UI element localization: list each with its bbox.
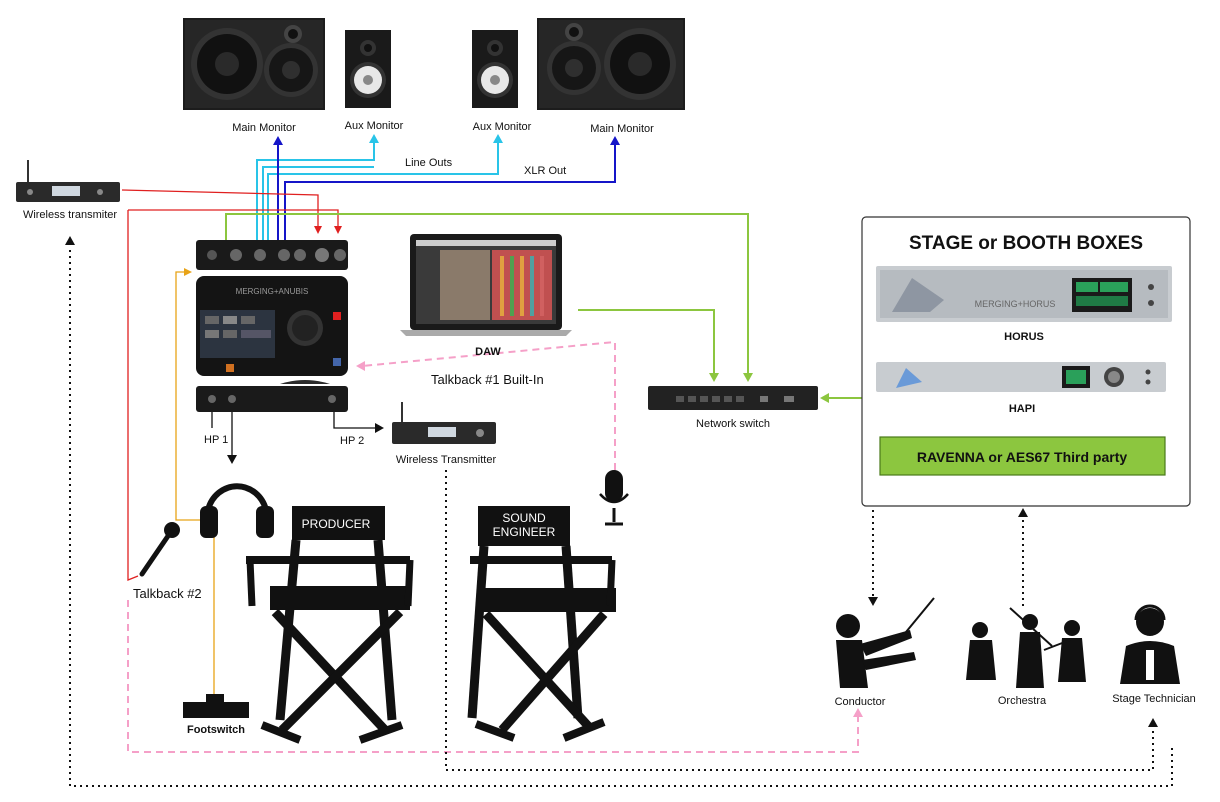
wireless-transmitter-device	[392, 402, 496, 444]
line-outs-cables	[256, 138, 499, 240]
network-cables	[225, 213, 862, 399]
sound-engineer-chair	[467, 506, 616, 742]
orchestra-label: Orchestra	[998, 695, 1047, 707]
audio-interface: MERGING+ANUBIS	[196, 240, 348, 412]
aux-monitor-left-label: Aux Monitor	[345, 120, 404, 132]
footswitch-label: Footswitch	[187, 724, 245, 736]
talkback-microphone-icon	[599, 470, 629, 526]
wireless-transmiter-label: Wireless transmiter	[23, 209, 117, 221]
wireless-mic-cables	[121, 189, 339, 581]
horus-face-text: MERGING+HORUS	[975, 299, 1056, 309]
main-monitor-right	[537, 18, 685, 110]
stage-box-title: STAGE or BOOTH BOXES	[909, 233, 1143, 254]
arrow-main-left	[273, 136, 283, 145]
hapi-device	[876, 362, 1166, 392]
arrow-aux-right	[493, 134, 503, 143]
line-outs-label: Line Outs	[405, 157, 453, 169]
arrow-aux-left	[369, 134, 379, 143]
stage-technician-label: Stage Technician	[1112, 693, 1196, 705]
conductor-icon	[836, 597, 935, 688]
headphones-icon	[200, 483, 274, 538]
anubis-face-text: MERGING+ANUBIS	[236, 287, 309, 296]
hp2-label: HP 2	[340, 435, 364, 447]
sound-engineer-label-line1: SOUND	[502, 511, 546, 525]
daw-laptop	[400, 234, 572, 336]
horus-label: HORUS	[1004, 331, 1044, 343]
third-party-box	[879, 436, 1166, 476]
wireless-transmitter-label: Wireless Transmitter	[396, 454, 497, 466]
orchestra-icon	[966, 607, 1086, 688]
stage-technician-icon	[1120, 604, 1180, 684]
footswitch-device	[183, 694, 249, 718]
conductor-label: Conductor	[835, 696, 886, 708]
hapi-label: HAPI	[1009, 403, 1035, 415]
producer-label: PRODUCER	[302, 517, 371, 531]
wireless-dotted-cables	[69, 250, 1173, 787]
main-monitor-left-label: Main Monitor	[232, 122, 296, 134]
producer-chair	[246, 506, 414, 744]
network-switch-label: Network switch	[696, 418, 770, 430]
aux-monitor-left	[345, 30, 391, 108]
sound-engineer-label-line2: ENGINEER	[493, 525, 556, 539]
talkback2-label: Talkback #2	[133, 586, 202, 601]
hp1-label: HP 1	[204, 434, 228, 446]
handheld-microphone-icon	[139, 522, 180, 577]
arrow-main-right	[610, 136, 620, 145]
main-monitor-right-label: Main Monitor	[590, 123, 654, 135]
xlr-out-cables	[277, 142, 616, 240]
wireless-transmiter-device	[16, 160, 120, 202]
footswitch-cable	[175, 271, 215, 696]
daw-label: DAW	[475, 346, 501, 358]
third-party-label: RAVENNA or AES67 Third party	[917, 449, 1128, 465]
horus-device: MERGING+HORUS	[876, 266, 1172, 322]
talkback-cables	[127, 340, 859, 753]
main-monitor-left	[183, 18, 325, 110]
network-switch-device	[648, 386, 818, 410]
xlr-out-label: XLR Out	[524, 165, 566, 177]
talkback1-label: Talkback #1 Built-In	[431, 372, 544, 387]
stage-box-panel: STAGE or BOOTH BOXES MERGING+HORUS HORUS…	[861, 216, 1191, 507]
aux-monitor-right	[472, 30, 518, 108]
aux-monitor-right-label: Aux Monitor	[473, 121, 532, 133]
